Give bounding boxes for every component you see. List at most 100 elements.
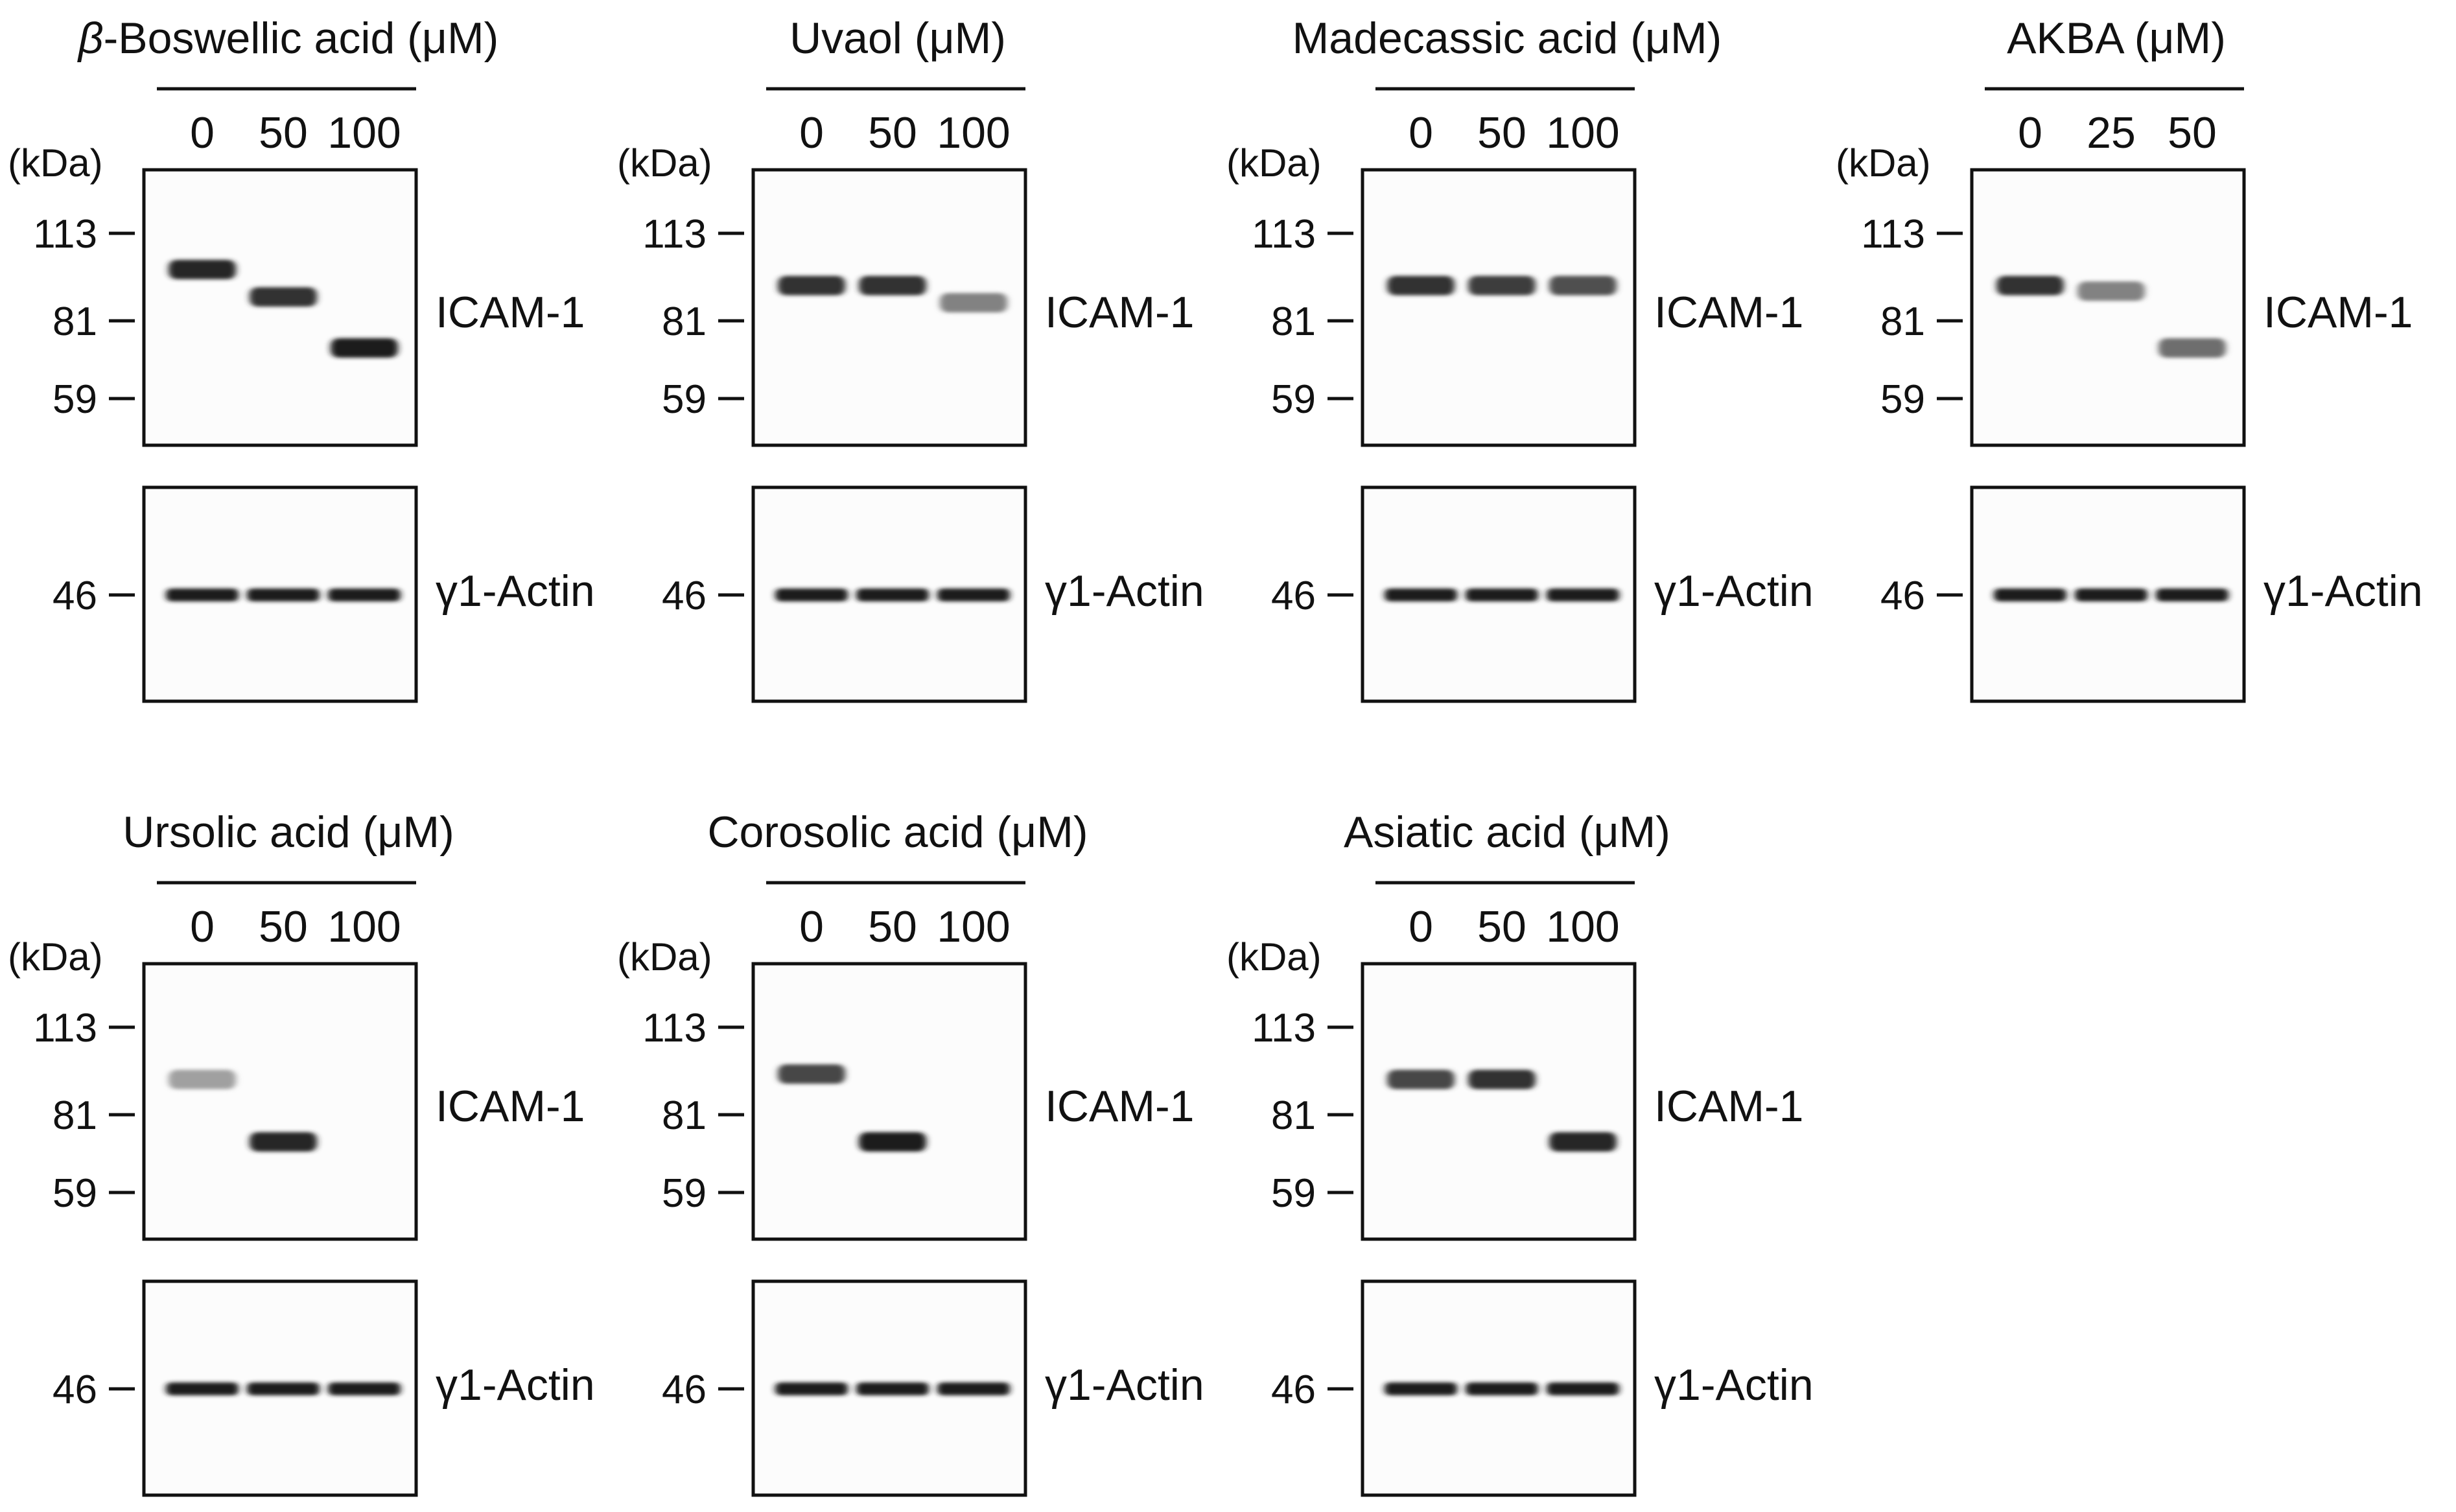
icam-band — [778, 275, 845, 296]
title-text: Ursolic acid (μM) — [123, 808, 454, 857]
icam-band — [2158, 338, 2226, 358]
icam-label: ICAM-1 — [436, 1082, 585, 1131]
mw-marker-label: 46 — [53, 1367, 97, 1412]
actin-band — [2156, 588, 2228, 601]
mw-marker-label: 59 — [1271, 1171, 1316, 1216]
lane-concentration: 50 — [868, 902, 917, 951]
mw-marker-label: 81 — [662, 1093, 707, 1138]
actin-band — [1466, 1382, 1538, 1395]
icam-label: ICAM-1 — [1045, 1082, 1194, 1131]
mw-marker-label: 113 — [33, 212, 97, 257]
icam-band — [1468, 1069, 1536, 1089]
actin-band — [166, 588, 239, 601]
icam-blot-frame — [142, 168, 418, 447]
icam-band — [859, 275, 926, 296]
lane-concentration: 0 — [190, 108, 215, 157]
mw-marker-label: 113 — [642, 212, 707, 257]
actin-band — [328, 588, 401, 601]
lane-concentration: 50 — [2168, 108, 2217, 157]
kda-label: (kDa) — [8, 935, 103, 979]
lane-concentration: 50 — [1477, 902, 1526, 951]
panel-title: β-Boswellic acid (μM) — [77, 14, 499, 63]
icam-band — [169, 259, 236, 279]
icam-label: ICAM-1 — [2263, 288, 2413, 337]
lane-concentration: 25 — [2087, 108, 2136, 157]
title-text: Corosolic acid (μM) — [707, 808, 1088, 857]
lane-concentration: 100 — [327, 902, 401, 951]
icam-blot-frame — [1361, 962, 1637, 1241]
lane-concentration: 100 — [1546, 108, 1619, 157]
actin-label: γ1-Actin — [1045, 566, 1204, 616]
icam-blot-frame — [142, 962, 418, 1241]
icam-band — [169, 1069, 236, 1089]
mw-marker-label: 59 — [662, 1171, 707, 1216]
actin-band — [937, 1382, 1010, 1395]
actin-band — [328, 1382, 401, 1395]
lane-concentration: 0 — [1409, 902, 1433, 951]
actin-label: γ1-Actin — [2263, 566, 2423, 616]
title-text: -Boswellic acid (μM) — [104, 14, 499, 63]
mw-marker-label: 113 — [1861, 212, 1925, 257]
title-text: Uvaol (μM) — [789, 14, 1006, 63]
lane-concentration: 100 — [327, 108, 401, 157]
mw-marker-label: 46 — [1271, 1367, 1316, 1412]
actin-band — [856, 1382, 929, 1395]
title-text: Asiatic acid (μM) — [1344, 808, 1670, 857]
title-text: Madecassic acid (μM) — [1292, 14, 1722, 63]
icam-band — [250, 287, 317, 307]
kda-label: (kDa) — [1226, 935, 1322, 979]
mw-marker-label: 46 — [53, 574, 97, 618]
actin-band — [247, 1382, 320, 1395]
icam-band — [1996, 275, 2064, 296]
actin-label: γ1-Actin — [436, 566, 595, 616]
actin-band — [937, 588, 1010, 601]
mw-marker-label: 46 — [1880, 574, 1925, 618]
icam-band — [1468, 275, 1536, 296]
icam-blot-frame — [1361, 168, 1637, 447]
actin-label: γ1-Actin — [436, 1360, 595, 1410]
mw-marker-label: 46 — [662, 1367, 707, 1412]
lane-concentration: 50 — [868, 108, 917, 157]
mw-marker-label: 59 — [53, 1171, 97, 1216]
kda-label: (kDa) — [8, 141, 103, 185]
icam-band — [1549, 1132, 1617, 1152]
lane-concentration: 0 — [190, 902, 215, 951]
icam-label: ICAM-1 — [1654, 1082, 1803, 1131]
panel-title: Asiatic acid (μM) — [1344, 808, 1670, 857]
kda-label: (kDa) — [1226, 141, 1322, 185]
panel-title: Corosolic acid (μM) — [707, 808, 1088, 857]
actin-label: γ1-Actin — [1045, 1360, 1204, 1410]
actin-band — [1994, 588, 2066, 601]
actin-band — [775, 1382, 848, 1395]
panel-title: AKBA (μM) — [2007, 14, 2226, 63]
mw-marker-label: 81 — [53, 1093, 97, 1138]
lane-concentration: 0 — [799, 108, 824, 157]
icam-label: ICAM-1 — [1045, 288, 1194, 337]
mw-marker-label: 46 — [1271, 574, 1316, 618]
mw-marker-label: 81 — [662, 299, 707, 344]
mw-marker-label: 59 — [1880, 377, 1925, 422]
title-prefix: β — [77, 14, 104, 63]
icam-blot-frame — [1970, 168, 2246, 447]
mw-marker-label: 81 — [1880, 299, 1925, 344]
icam-band — [250, 1132, 317, 1152]
mw-marker-label: 113 — [1252, 212, 1316, 257]
actin-label: γ1-Actin — [1654, 566, 1814, 616]
mw-marker-label: 59 — [1271, 377, 1316, 422]
mw-marker-label: 113 — [642, 1006, 707, 1051]
icam-label: ICAM-1 — [436, 288, 585, 337]
panel-title: Ursolic acid (μM) — [123, 808, 454, 857]
icam-blot-frame — [751, 962, 1027, 1241]
mw-marker-label: 81 — [53, 299, 97, 344]
actin-band — [247, 588, 320, 601]
lane-concentration: 100 — [937, 902, 1010, 951]
actin-band — [166, 1382, 239, 1395]
kda-label: (kDa) — [617, 141, 712, 185]
panel-title: Madecassic acid (μM) — [1292, 14, 1722, 63]
